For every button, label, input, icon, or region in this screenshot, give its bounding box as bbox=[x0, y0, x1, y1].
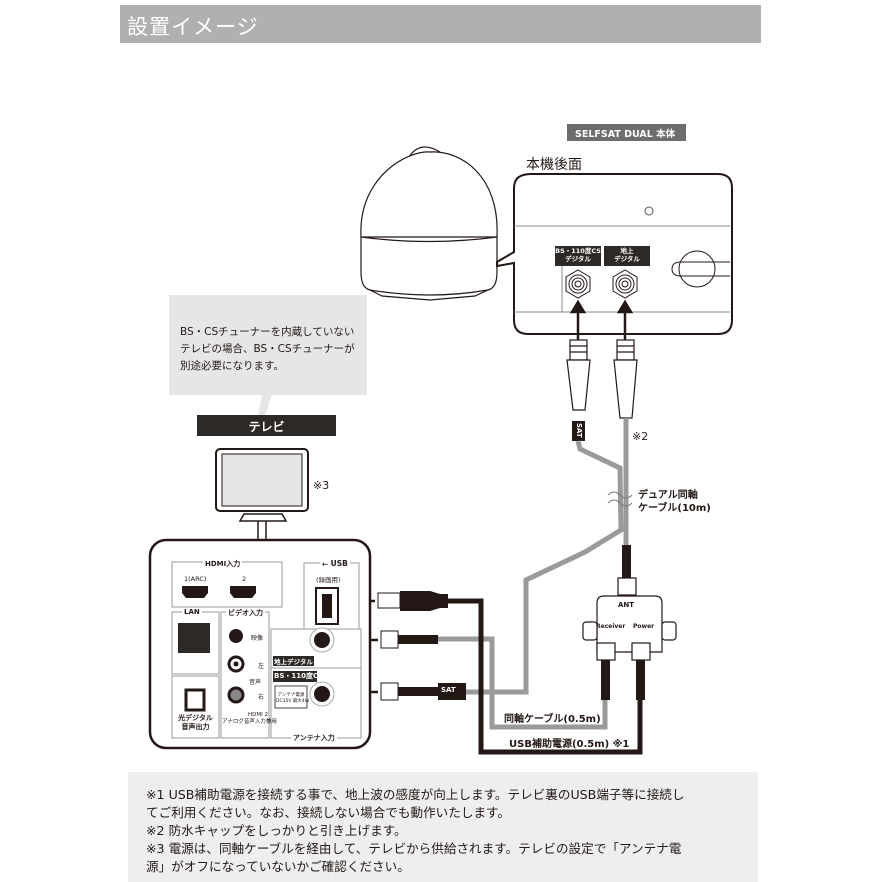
lan-label: LAN bbox=[182, 608, 202, 616]
rear-port-terrestrial bbox=[612, 269, 638, 299]
info-bubble bbox=[169, 295, 367, 415]
audio-label: 音声 bbox=[249, 679, 262, 686]
hdmi-ports bbox=[182, 586, 256, 598]
bs-tag: BS・110度CS bbox=[274, 672, 324, 680]
usb-plug bbox=[377, 591, 448, 611]
usb-power-label: USB補助電源(0.5m) ※1 bbox=[509, 739, 630, 750]
video-label: 映像 bbox=[251, 635, 264, 642]
break-mark bbox=[607, 491, 633, 499]
section-title: 設置イメージ bbox=[127, 15, 259, 39]
note-line: ※1 USB補助電源を接続する事で、地上波の感度が向上します。テレビ裏のUSB端… bbox=[146, 787, 685, 802]
rear-panel-title: 本機後面 bbox=[526, 157, 582, 173]
sat-plug-tag bbox=[572, 421, 585, 441]
rca-ports bbox=[227, 629, 245, 704]
optical-port bbox=[184, 688, 206, 712]
led-indicator bbox=[644, 206, 654, 216]
splitter bbox=[582, 577, 677, 661]
usb-sub-label: (録画用) bbox=[316, 576, 341, 584]
note3-mark: ※3 bbox=[313, 479, 330, 492]
optical-label: 光デジタル音声出力 bbox=[178, 714, 213, 731]
antenna-power-box bbox=[274, 685, 308, 709]
handle bbox=[671, 250, 730, 288]
dual-cable-label: デュアル同軸ケーブル(10m) bbox=[638, 490, 711, 514]
splitter-ant-label: ANT bbox=[618, 601, 635, 609]
dome-antenna bbox=[360, 146, 498, 301]
sat-tag-top: SAT bbox=[575, 423, 583, 438]
video-group-label: ビデオ入力 bbox=[226, 608, 265, 618]
usb-power-cable bbox=[448, 598, 643, 755]
rear-port-bs bbox=[565, 269, 591, 299]
rear-port-terrestrial-label: 地上デジタル bbox=[614, 247, 640, 263]
antenna-group-label: アンテナ入力 bbox=[291, 733, 337, 743]
connect-arrows bbox=[569, 299, 634, 340]
audio-left-label: 左 bbox=[258, 663, 265, 670]
dual-coax-cable bbox=[449, 418, 629, 695]
bs-plug bbox=[380, 682, 466, 701]
splitter-receiver-label: Receiver bbox=[596, 623, 626, 630]
note-line: てご利用ください。なお、接続しない場合でも動作いたします。 bbox=[146, 805, 510, 820]
splitter-out-cables bbox=[601, 660, 645, 700]
note-line: ※2 防水キャップをしっかりと引き上げます。 bbox=[146, 823, 407, 838]
hdmi-group-label: HDMI入力 bbox=[203, 559, 243, 569]
terrestrial-tag: 地上デジタル bbox=[274, 658, 313, 666]
rear-port-labels bbox=[555, 246, 650, 266]
sat-tag-bottom: SAT bbox=[441, 686, 456, 694]
product-name: SELFSAT DUAL 本体 bbox=[575, 129, 676, 140]
hdmi1-label: 1(ARC) bbox=[184, 575, 207, 583]
notes-box: ※1 USB補助電源を接続する事で、地上波の感度が向上します。テレビ裏のUSB端… bbox=[128, 772, 758, 882]
lan-port bbox=[178, 623, 210, 653]
antenna-ports bbox=[309, 627, 335, 707]
note2-mark: ※2 bbox=[632, 430, 649, 443]
bs-tag-bg bbox=[273, 671, 317, 682]
note-line: ※3 電源は、同軸ケーブルを経由して、テレビから供給されます。テレビの設定で「ア… bbox=[146, 841, 682, 856]
tv-label: テレビ bbox=[248, 420, 285, 434]
tv-label-bar bbox=[197, 415, 336, 436]
terrestrial-tag-bg bbox=[273, 656, 314, 666]
cable-boot bbox=[622, 545, 631, 580]
coax-cable-0.5m bbox=[403, 636, 608, 730]
section-header: 設置イメージ bbox=[120, 5, 761, 43]
terrestrial-plug bbox=[380, 630, 438, 649]
usb-label: ⭠ USB bbox=[320, 559, 350, 569]
coax-cable-label: 同軸ケーブル(0.5m) bbox=[504, 714, 601, 725]
product-name-tag bbox=[567, 124, 686, 141]
hdmi2-label: 2 bbox=[242, 575, 247, 583]
splitter-power-label: Power bbox=[633, 623, 655, 630]
dual-cable-plugs bbox=[566, 339, 638, 419]
tv-icon bbox=[215, 448, 309, 540]
bubble-text: BS・CSチューナーを内蔵していない テレビの場合、BS・CSチューナーが 別途… bbox=[180, 326, 355, 372]
audio-right-label: 右 bbox=[258, 694, 265, 701]
note-line: 源」がオフになっていないかご確認ください。 bbox=[146, 859, 410, 874]
